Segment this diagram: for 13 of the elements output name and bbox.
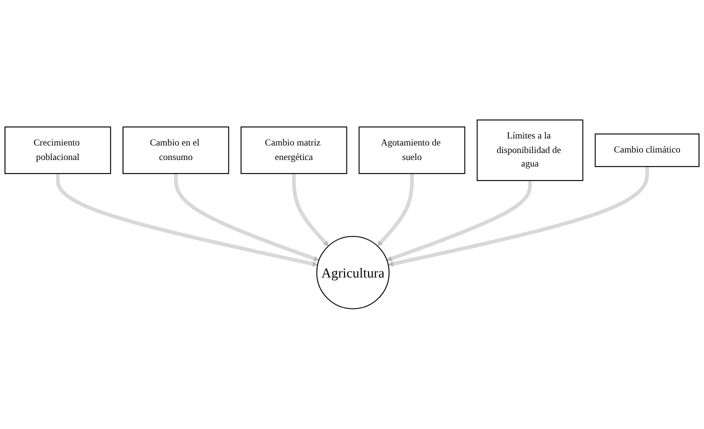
arrow (56, 174, 318, 267)
arrow (377, 174, 414, 246)
node-box: Cambio matriz energética (240, 126, 348, 174)
node-box: Agotamiento de suelo (358, 126, 466, 174)
arrow (386, 180, 532, 262)
arrow (388, 166, 649, 267)
node-box: Crecimiento poblacional (4, 126, 112, 174)
node-box: Cambio climático (594, 134, 700, 168)
node-box: Límites a la disponibilidad de agua (476, 120, 584, 182)
node-circle: Agricultura (316, 236, 390, 310)
arrow (292, 174, 329, 246)
node-box: Cambio en el consumo (122, 126, 230, 174)
arrow (174, 174, 320, 262)
